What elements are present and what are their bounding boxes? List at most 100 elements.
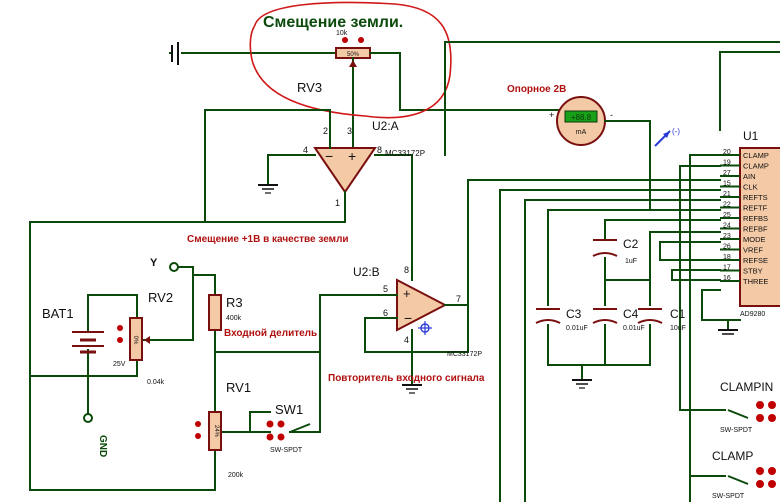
u1-pin-name: CLK <box>743 183 758 192</box>
c1-capacitor <box>637 308 663 324</box>
u1-pin-number: 23 <box>723 233 731 240</box>
svg-text:+: + <box>403 286 411 301</box>
u2b-part: MC33172P <box>447 351 482 358</box>
u1-pin-name: REFBS <box>743 214 768 223</box>
u2a-pin4: 4 <box>303 145 308 155</box>
u2b-pin4: 4 <box>404 335 409 345</box>
y-label: Y <box>150 257 158 269</box>
meter-plus: + <box>549 110 554 120</box>
u1-chip-body <box>739 147 780 307</box>
u1-pin-number: 19 <box>723 160 731 167</box>
clamp-type: SW-SPDT <box>712 493 745 500</box>
u1-pin-number: 25 <box>723 212 731 219</box>
c3-capacitor <box>535 308 561 324</box>
u2a-pin3: 3 <box>347 126 352 136</box>
rv2-ref: RV2 <box>148 290 173 305</box>
rv3-pin-dot <box>342 37 348 43</box>
svg-text:−: − <box>325 148 333 164</box>
c3-ref: C3 <box>566 307 582 321</box>
u1-pin-number: 15 <box>723 181 731 188</box>
u2b-pin7: 7 <box>456 294 461 304</box>
u2a-ref: U2:A <box>372 119 399 133</box>
y-terminal[interactable] <box>169 262 179 272</box>
u2b-opamp: + − <box>364 154 721 394</box>
u1-pin-number: 21 <box>723 191 731 198</box>
voltage-probe[interactable] <box>654 130 671 147</box>
rv3-value: 10k <box>336 30 348 37</box>
u1-pin-name: VREF <box>743 246 763 255</box>
clampin-switch[interactable] <box>689 401 776 422</box>
follower-label: Повторитель входного сигнала <box>328 373 485 384</box>
u1-pin-number: 20 <box>723 149 731 156</box>
r3-resistor <box>208 294 222 331</box>
bat1-battery <box>72 331 104 354</box>
c2-ref: C2 <box>623 237 639 251</box>
u1-bus-wires <box>499 154 741 502</box>
r3-value: 400k <box>226 315 242 322</box>
c1-value: 10uF <box>670 325 686 332</box>
left-wiring <box>29 109 393 491</box>
u2a-pin2: 2 <box>323 126 328 136</box>
u1-pin-number: 18 <box>723 254 731 261</box>
c4-capacitor <box>592 308 618 324</box>
u1-pin-number: 26 <box>723 244 731 251</box>
sw1-type: SW-SPDT <box>270 447 303 454</box>
c2-capacitor <box>592 239 618 257</box>
sw1-ref: SW1 <box>275 402 303 417</box>
sw1-switch[interactable] <box>266 420 311 441</box>
u2b-pin5: 5 <box>383 284 388 294</box>
meter-unit: mA <box>576 129 587 136</box>
rv2-value: 0.04k <box>147 379 165 386</box>
rv1-value: 200k <box>228 472 244 479</box>
u1-pin-number: 22 <box>723 202 731 209</box>
u2a-pin8: 8 <box>377 145 382 155</box>
rv3-percent: 50% <box>347 52 360 58</box>
rv3-pin-dot <box>358 37 364 43</box>
svg-text:+: + <box>348 148 356 164</box>
u2b-pin8: 8 <box>404 265 409 275</box>
u1-pin-number: 24 <box>723 223 731 230</box>
u1-pin-number: 17 <box>723 265 731 272</box>
probe-label: (-) <box>672 127 680 136</box>
c1-ref: C1 <box>670 307 686 321</box>
gnd-label: GND <box>97 435 108 457</box>
u2a-opamp: − + <box>204 109 413 221</box>
u1-pin-name: REFTS <box>743 193 768 202</box>
r3-ref: R3 <box>226 295 243 310</box>
clamp-switch[interactable] <box>689 467 776 488</box>
u1-pin-number: 27 <box>723 170 731 177</box>
bias-label: Смещение +1В в качестве земли <box>187 234 349 245</box>
rv3-ref: RV3 <box>297 80 322 95</box>
rv1-potentiometer: 24% <box>195 411 222 451</box>
u1-pin-name: REFSE <box>743 256 768 265</box>
meter-minus: - <box>610 110 613 120</box>
u1-part: AD9280 <box>740 311 765 318</box>
u1-pin-name: THREE <box>743 277 768 286</box>
u1-pin-name: REFTF <box>743 204 768 213</box>
meter-reading: +88.8 <box>571 113 592 122</box>
clampin-ref: CLAMPIN <box>720 380 773 394</box>
c4-value: 0.01uF <box>623 325 645 332</box>
rv1-percent: 24% <box>213 425 219 438</box>
u1-pin-name: CLAMP <box>743 162 769 171</box>
rv1-ref: RV1 <box>226 380 251 395</box>
clamp-ref: CLAMP <box>712 449 753 463</box>
meter-label: Опорное 2В <box>507 84 566 95</box>
svg-text:−: − <box>404 310 412 326</box>
divider-label: Входной делитель <box>224 328 317 339</box>
clampin-type: SW-SPDT <box>720 427 753 434</box>
u2b-ref: U2:B <box>353 265 380 279</box>
reference-voltmeter: +88.8 mA + - <box>549 96 651 211</box>
bat1-value: 25V <box>113 361 126 368</box>
c2-value: 1uF <box>625 258 637 265</box>
gnd-terminal[interactable] <box>83 413 93 423</box>
rv2-potentiometer: 0% <box>117 317 150 361</box>
u1-pin-number: 16 <box>723 275 731 282</box>
u1-pin-name: AIN <box>743 172 756 181</box>
u2b-pin6: 6 <box>383 308 388 318</box>
bat1-ref: BAT1 <box>42 306 74 321</box>
u1-pin-name: CLAMP <box>743 151 769 160</box>
u2a-part: MC33172P <box>385 149 425 158</box>
